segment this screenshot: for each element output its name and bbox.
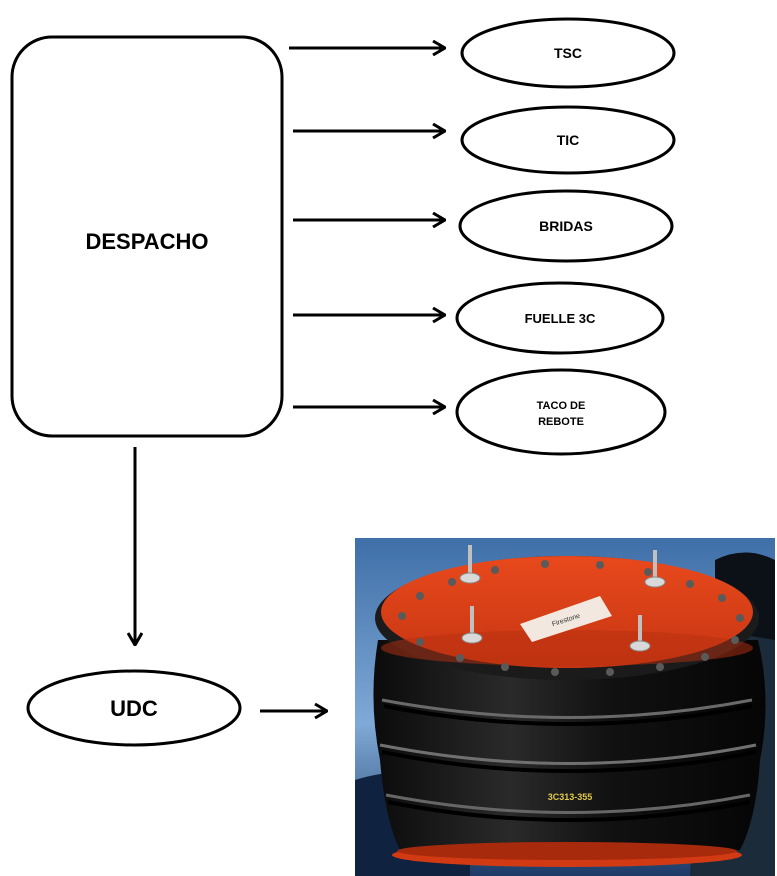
node-tsc-label: TSC [554,45,582,61]
node-taco-label-line1: TACO DE [537,400,586,412]
node-udc-label: UDC [110,696,158,721]
node-fuelle-3c: FUELLE 3C [455,281,665,355]
node-taco-de-rebote: TACO DE REBOTE [455,368,667,456]
node-bridas: BRIDAS [458,189,674,263]
node-fuelle-label: FUELLE 3C [525,311,596,326]
node-tsc: TSC [460,17,676,89]
node-tic-label: TIC [557,132,580,148]
node-taco-label-line2: REBOTE [538,416,584,428]
part-code-label: 3C313-355 [548,792,593,802]
node-udc: UDC [26,669,242,747]
node-tic: TIC [460,105,676,175]
air-spring-photo: Firestone 3C313-355 [355,538,775,876]
despacho-label: DESPACHO [85,229,208,254]
despacho-box: DESPACHO [10,35,284,438]
node-bridas-label: BRIDAS [539,218,593,234]
